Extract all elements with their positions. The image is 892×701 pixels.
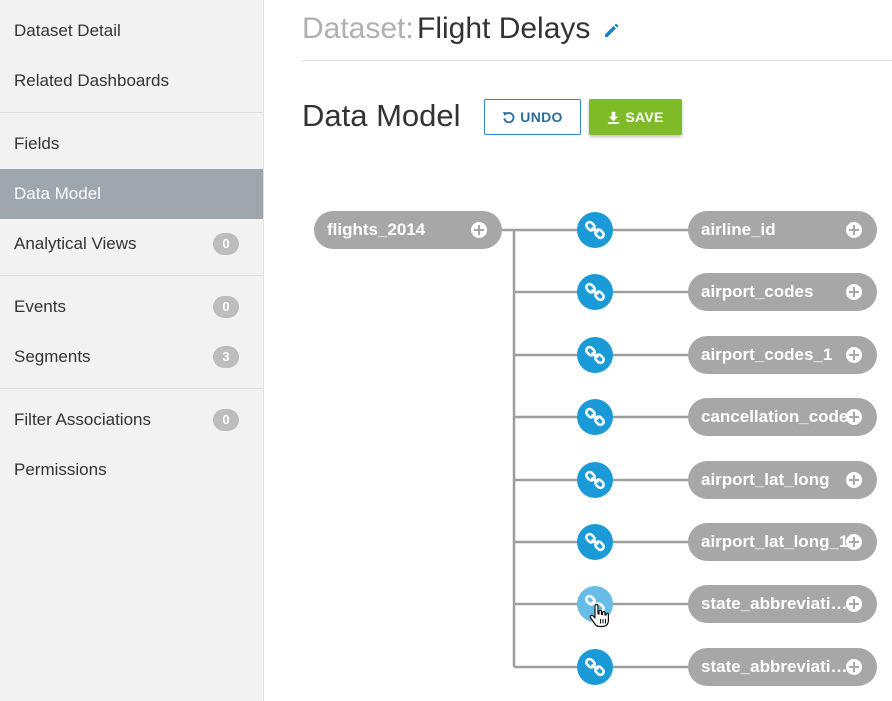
nav-group-model: Fields Data Model Analytical Views 0 — [0, 113, 263, 276]
table-name: state_abbreviati… — [701, 657, 848, 676]
sidebar: Dataset Detail Related Dashboards Fields… — [0, 0, 264, 701]
section-title: Data Model — [302, 98, 461, 133]
joined-table-pill[interactable]: state_abbreviati… — [688, 648, 877, 686]
add-icon[interactable] — [846, 534, 862, 550]
table-name: cancellation_code — [701, 407, 849, 426]
pencil-icon[interactable] — [602, 22, 620, 40]
count-badge: 0 — [213, 409, 239, 431]
add-icon[interactable] — [846, 222, 862, 238]
join-link-button[interactable] — [577, 462, 613, 498]
joined-table-pill[interactable]: cancellation_code — [688, 398, 877, 436]
sidebar-item-segments[interactable]: Segments 3 — [0, 332, 263, 382]
sidebar-item-label: Data Model — [14, 184, 101, 203]
sidebar-item-label: Fields — [14, 134, 60, 153]
add-icon[interactable] — [846, 659, 862, 675]
sidebar-item-label: Permissions — [14, 460, 107, 479]
link-icon — [585, 345, 605, 365]
sidebar-item-events[interactable]: Events 0 — [0, 282, 263, 332]
sidebar-item-label: Related Dashboards — [14, 71, 169, 90]
hand-cursor-icon — [589, 604, 609, 628]
table-name: airport_codes — [701, 282, 814, 301]
add-icon[interactable] — [846, 472, 862, 488]
table-name: state_abbreviati… — [701, 594, 848, 613]
count-badge: 3 — [213, 346, 239, 368]
table-name: airport_lat_long — [701, 470, 830, 489]
link-icon — [585, 470, 605, 490]
download-icon — [608, 111, 620, 124]
add-icon[interactable] — [846, 596, 862, 612]
join-link-button[interactable] — [577, 524, 613, 560]
sidebar-item-permissions[interactable]: Permissions — [0, 445, 263, 495]
sidebar-item-label: Segments — [14, 347, 91, 366]
joined-table-pill[interactable]: airport_lat_long — [688, 461, 877, 499]
table-name: airport_codes_1 — [701, 345, 833, 364]
sidebar-item-filter-associations[interactable]: Filter Associations 0 — [0, 395, 263, 445]
add-icon[interactable] — [471, 222, 487, 238]
join-link-button[interactable] — [577, 212, 613, 248]
sidebar-item-analytical-views[interactable]: Analytical Views 0 — [0, 219, 263, 269]
nav-group-access: Filter Associations 0 Permissions — [0, 389, 263, 501]
count-badge: 0 — [213, 233, 239, 255]
root-table-pill[interactable]: flights_2014 — [314, 211, 502, 249]
link-icon — [585, 657, 605, 677]
page-title-prefix: Dataset: — [302, 12, 414, 45]
undo-icon — [503, 111, 515, 123]
join-link-button[interactable] — [577, 337, 613, 373]
joined-table-pill[interactable]: airport_codes_1 — [688, 336, 877, 374]
join-link-button[interactable] — [577, 649, 613, 685]
page-header: Dataset: Flight Delays — [302, 0, 892, 61]
save-label: SAVE — [625, 109, 664, 125]
count-badge: 0 — [213, 296, 239, 318]
sidebar-item-label: Analytical Views — [14, 234, 137, 253]
sidebar-item-label: Dataset Detail — [14, 21, 121, 40]
nav-group-dataset: Dataset Detail Related Dashboards — [0, 0, 263, 113]
link-icon — [585, 532, 605, 552]
link-icon — [585, 407, 605, 427]
nav-group-events: Events 0 Segments 3 — [0, 276, 263, 389]
join-link-button[interactable] — [577, 274, 613, 310]
add-icon[interactable] — [846, 347, 862, 363]
sidebar-item-label: Events — [14, 297, 66, 316]
sidebar-item-data-model[interactable]: Data Model — [0, 169, 263, 219]
link-icon — [585, 220, 605, 240]
sidebar-item-related-dashboards[interactable]: Related Dashboards — [0, 56, 263, 106]
sidebar-item-fields[interactable]: Fields — [0, 119, 263, 169]
save-button[interactable]: SAVE — [589, 99, 682, 135]
sidebar-item-label: Filter Associations — [14, 410, 151, 429]
undo-button[interactable]: UNDO — [484, 99, 581, 135]
link-icon — [585, 282, 605, 302]
joined-table-pill[interactable]: airport_lat_long_1 — [688, 523, 877, 561]
join-link-button[interactable] — [577, 399, 613, 435]
undo-label: UNDO — [520, 109, 563, 125]
table-name: airport_lat_long_1 — [701, 532, 849, 551]
add-icon[interactable] — [846, 409, 862, 425]
page-title: Flight Delays — [417, 12, 591, 45]
joined-table-pill[interactable]: airport_codes — [688, 273, 877, 311]
table-name: airline_id — [701, 220, 776, 239]
add-icon[interactable] — [846, 284, 862, 300]
joined-table-pill[interactable]: airline_id — [688, 211, 877, 249]
joined-table-pill[interactable]: state_abbreviati… — [688, 585, 877, 623]
table-name: flights_2014 — [327, 220, 426, 239]
sidebar-item-dataset-detail[interactable]: Dataset Detail — [0, 6, 263, 56]
